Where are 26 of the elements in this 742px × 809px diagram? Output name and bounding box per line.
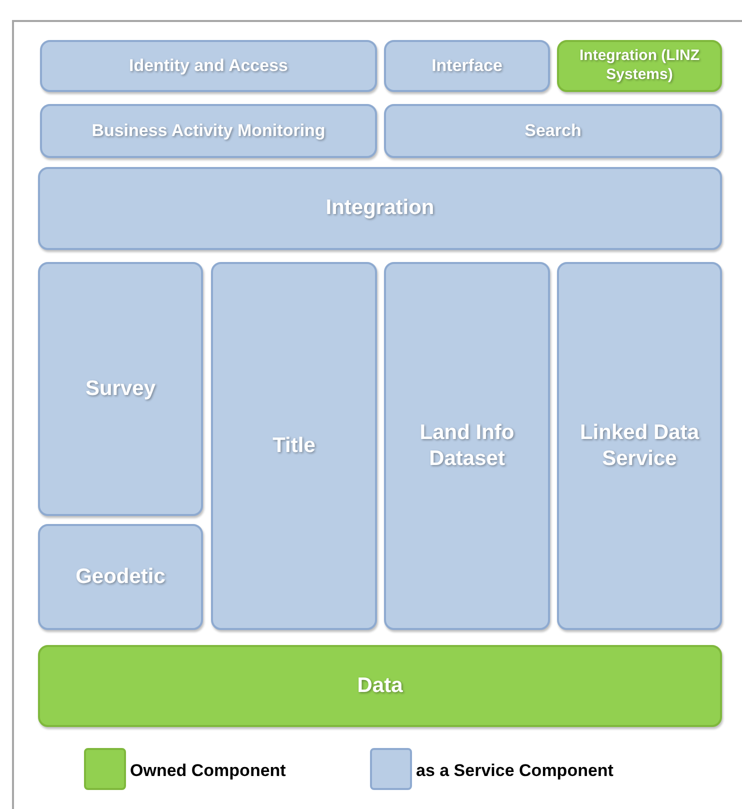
component-label: Linked Data Service [578, 420, 700, 472]
component-box [384, 40, 550, 92]
component-label: Interface [432, 55, 502, 77]
legend-label: Owned Component [130, 760, 286, 782]
component-label: Business Activity Monitoring [92, 120, 326, 142]
component-box [40, 40, 377, 92]
component-label: Land Info Dataset [418, 420, 516, 472]
component-label: Data [357, 672, 403, 699]
component-box [38, 524, 203, 630]
component-label: Identity and Access [128, 55, 288, 77]
component-box [557, 262, 722, 630]
legend-label: as a Service Component [416, 760, 614, 782]
component-label: Integration (LINZ Systems) [578, 47, 700, 85]
component-box [38, 262, 203, 516]
component-label: Survey [85, 376, 156, 402]
component-box [40, 104, 377, 158]
component-label: Integration [326, 195, 434, 222]
component-box [384, 104, 722, 158]
component-box [211, 262, 377, 630]
component-label: Search [524, 120, 582, 142]
component-box [557, 40, 722, 92]
component-box [38, 167, 722, 250]
component-label: Title [272, 432, 316, 459]
component-label: Geodetic [76, 564, 166, 590]
component-box [38, 645, 722, 727]
component-box [384, 262, 550, 630]
